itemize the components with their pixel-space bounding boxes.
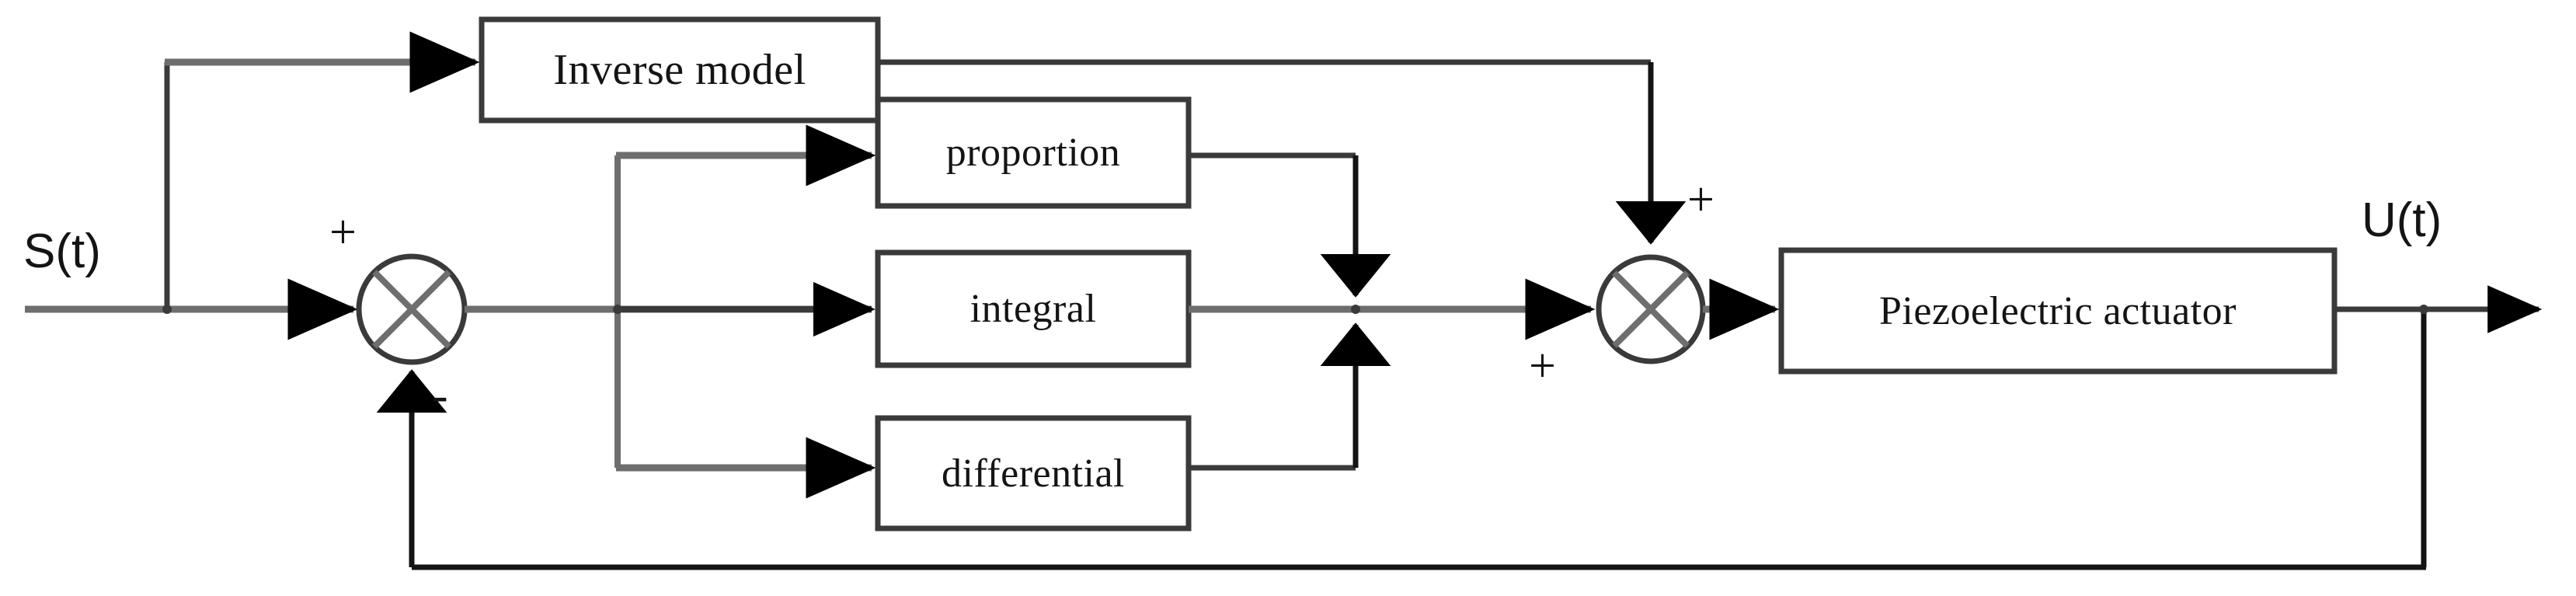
block-inverse-model-rect [479,16,881,124]
block-integral-rect [875,249,1192,368]
junction-dots [162,305,2428,314]
junction-dot-pid-merge [1351,305,1360,314]
junction-dot-feedback-tap [2419,305,2428,314]
block-proportion-rect [875,96,1192,209]
summer1-cross-b [372,270,451,349]
junction-dot-input-branch [162,305,172,314]
block-differential-rect [875,415,1192,532]
summer2-cross-b [1612,270,1690,348]
block-piezo-actuator-rect [1778,247,2338,375]
junction-dot-pid-split [613,305,622,314]
